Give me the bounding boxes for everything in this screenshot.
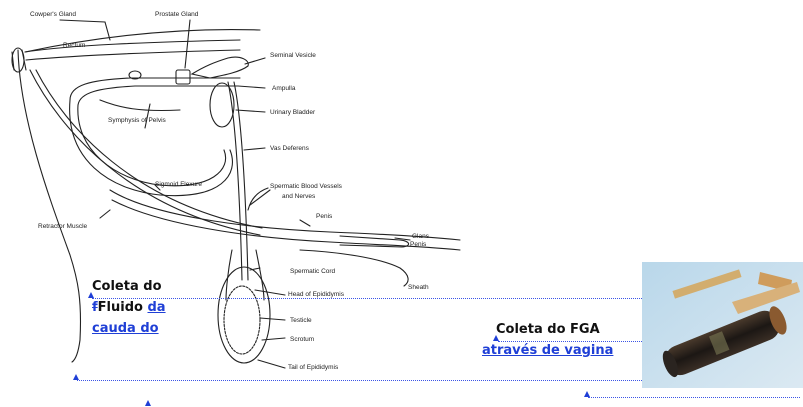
urethra xyxy=(70,78,240,105)
left-annotation[interactable]: Coleta do fFluido da cauda do xyxy=(92,276,166,339)
fluido-text: Fluido xyxy=(98,300,143,315)
label-symphysis-of-pelvis: Symphysis of Pelvis xyxy=(108,117,167,124)
rectum xyxy=(25,40,240,60)
scrotum-shape xyxy=(218,267,270,363)
right-annotation-link[interactable]: através de vagina xyxy=(482,343,613,358)
testicle-shape xyxy=(224,286,260,354)
label-rectum: Rectum xyxy=(63,42,85,49)
label-glans: Glans xyxy=(412,233,430,240)
right-annotation-line1: Coleta do FGA xyxy=(496,319,613,340)
label-testicle: Testicle xyxy=(290,317,312,324)
label-tail-of-epididymis: Tail of Epididymis xyxy=(288,364,339,371)
label-spermatic-cord: Spermatic Cord xyxy=(290,268,336,275)
label-penis: Penis xyxy=(316,213,333,220)
anchor-marker-icon[interactable] xyxy=(584,391,590,397)
label-seminal-vesicle: Seminal Vesicle xyxy=(270,52,316,59)
left-annotation-line1: Coleta do xyxy=(92,276,166,297)
sigmoid-flexure xyxy=(70,100,233,196)
left-annotation-link-cauda[interactable]: cauda do xyxy=(92,321,159,336)
anchor-line-4 xyxy=(588,397,800,398)
artificial-vagina-photo xyxy=(642,262,803,388)
left-annotation-line2: fFluido da xyxy=(92,297,166,318)
label-ampulla: Ampulla xyxy=(272,85,296,92)
label-head-of-epididymis: Head of Epididymis xyxy=(288,291,345,298)
label-sigmoid-flexure: Sigmoid Flexure xyxy=(155,181,202,188)
urinary-bladder xyxy=(210,83,234,127)
retractor-muscle xyxy=(30,70,262,235)
label-scrotum: Scrotum xyxy=(290,336,314,343)
seminal-vesicle-shape xyxy=(192,57,248,78)
label-spermatic-blood-vessels: Spermatic Blood Vessels xyxy=(270,183,343,190)
right-annotation[interactable]: Coleta do FGA através de vagina xyxy=(496,319,613,361)
symphysis-of-pelvis xyxy=(100,100,180,111)
label-urinary-bladder: Urinary Bladder xyxy=(270,109,316,116)
body-outline xyxy=(18,50,81,362)
label-retractor-muscle: Retractor Muscle xyxy=(38,223,88,230)
left-annotation-link-da[interactable]: da xyxy=(147,300,165,315)
anchor-marker-icon[interactable] xyxy=(73,374,79,380)
vas-deferens xyxy=(228,82,248,280)
anchor-marker-icon[interactable] xyxy=(145,400,151,406)
label-prostate-gland: Prostate Gland xyxy=(155,11,199,18)
label-and-nerves: and Nerves xyxy=(282,193,316,200)
label-glans-penis: Penis xyxy=(410,241,427,248)
label-vas-deferens: Vas Deferens xyxy=(270,145,310,152)
label-cowpers-gland: Cowper's Gland xyxy=(30,11,76,18)
label-sheath: Sheath xyxy=(408,284,429,291)
prostate-gland-shape xyxy=(176,70,190,84)
